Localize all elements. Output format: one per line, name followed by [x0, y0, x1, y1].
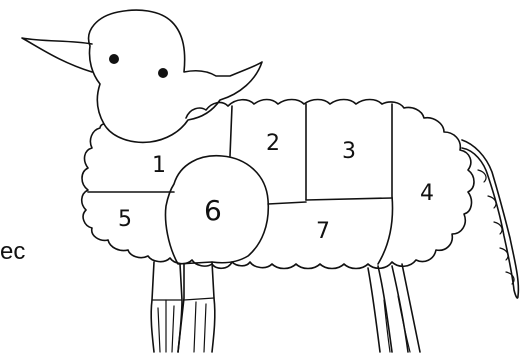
left-eye	[109, 54, 119, 64]
cropped-side-text: ec	[0, 238, 25, 265]
region-label-4: 4	[420, 181, 434, 206]
wool-outline	[82, 100, 474, 269]
left-ear	[22, 38, 92, 72]
region-labels: 1 2 3 4 5 6 7	[118, 131, 434, 244]
region-label-2: 2	[266, 131, 280, 156]
region-label-6: 6	[204, 194, 222, 227]
right-eye	[158, 68, 168, 78]
region-label-7: 7	[316, 219, 330, 244]
region-label-3: 3	[342, 139, 356, 164]
head	[22, 10, 262, 142]
legs	[151, 262, 420, 352]
region-label-5: 5	[118, 207, 132, 232]
region-label-1: 1	[152, 153, 166, 178]
cut-lines	[88, 104, 392, 264]
